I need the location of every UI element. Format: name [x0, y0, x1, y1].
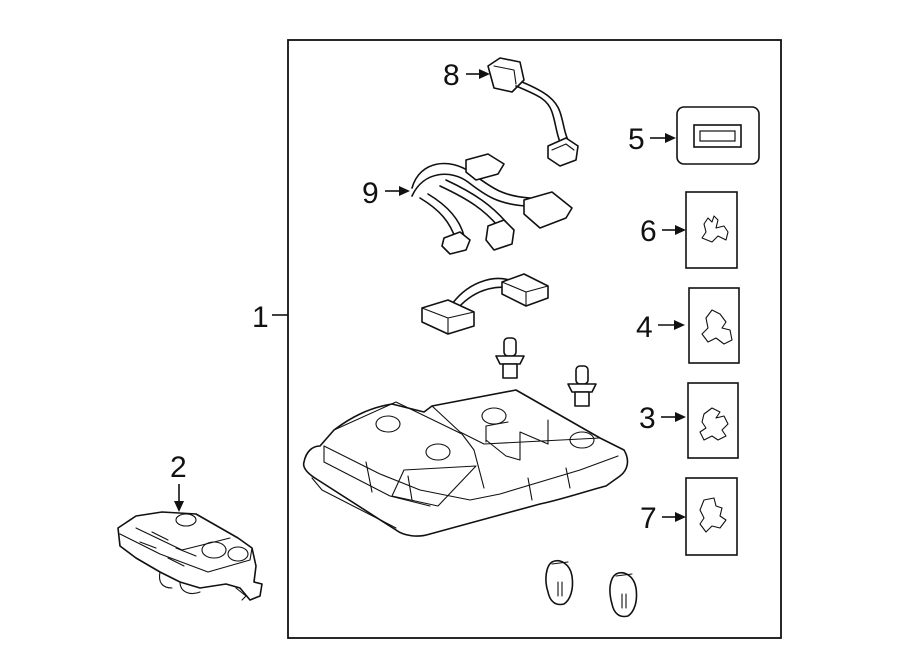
callout-6: 6: [640, 215, 657, 248]
part-bulb-left: [545, 560, 574, 606]
callout-1: 1: [252, 301, 269, 334]
callout-3: 3: [639, 402, 656, 435]
part-connector-pair: [421, 273, 549, 335]
part-bulb-socket-left: [495, 337, 525, 379]
callout-7: 7: [640, 502, 657, 535]
part-7-clip: [685, 477, 738, 556]
callout-8: 8: [443, 59, 460, 92]
callout-9: 9: [362, 177, 379, 210]
part-bulb-socket-right: [567, 365, 597, 407]
callout-2: 2: [170, 451, 187, 484]
callout-6-arrowhead: [675, 225, 686, 235]
assembly-frame: [287, 39, 782, 639]
part-1-lamp-housing: [302, 389, 629, 537]
part-4-clip: [688, 287, 740, 364]
callout-9-arrowhead: [399, 186, 410, 196]
callout-4-arrowhead: [674, 320, 685, 330]
part-3-clip: [687, 382, 739, 459]
callout-4: 4: [636, 311, 653, 344]
part-5-lens: [676, 106, 760, 165]
callout-5-arrowhead: [665, 133, 676, 143]
part-9-wiring-harness: [411, 153, 573, 255]
callout-2-arrowhead: [174, 501, 184, 512]
callout-8-arrowhead: [479, 69, 490, 79]
callout-7-arrowhead: [675, 512, 686, 522]
callout-3-arrowhead: [675, 412, 686, 422]
part-6-clip: [685, 191, 738, 269]
part-bulb-right: [609, 572, 638, 618]
part-8-connector-harness: [487, 57, 579, 167]
part-2-lamp-assembly: [117, 511, 263, 601]
callout-5: 5: [628, 123, 645, 156]
